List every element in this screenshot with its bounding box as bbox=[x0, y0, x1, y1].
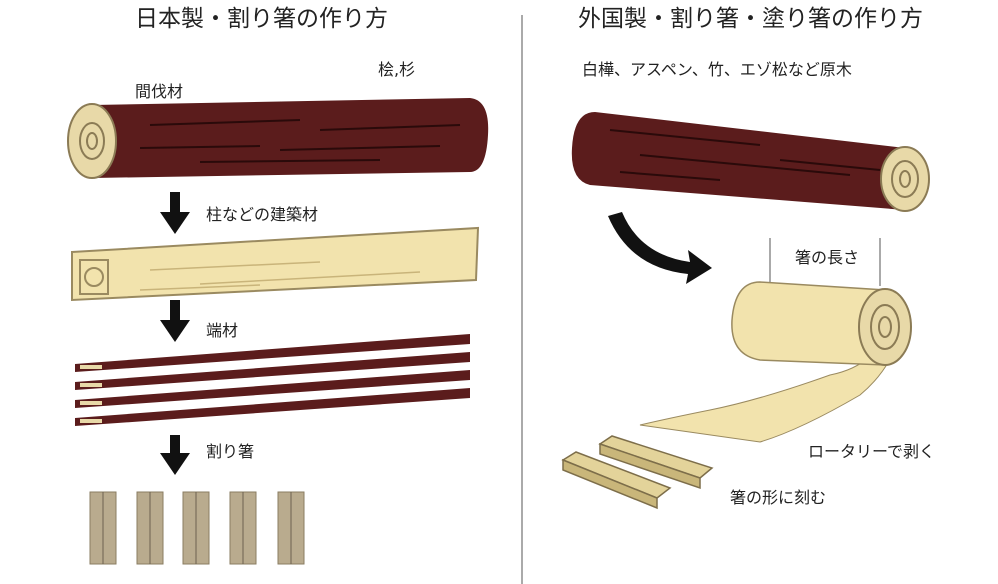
label-chopstick-length: 箸の長さ bbox=[795, 248, 860, 267]
right-title: 外国製・割り箸・塗り箸の作り方 bbox=[578, 6, 923, 32]
carved-blocks bbox=[561, 435, 714, 510]
chopsticks bbox=[89, 491, 305, 565]
label-raw-wood: 白樺、アスペン、竹、エゾ松など原木 bbox=[582, 60, 852, 79]
down-arrow-icons bbox=[160, 192, 190, 475]
curved-arrow-icon bbox=[608, 212, 712, 284]
plank-building-material bbox=[71, 226, 480, 302]
log-raw-wood bbox=[571, 112, 930, 212]
log-thinned-wood bbox=[67, 98, 489, 179]
label-species: 桧,杉 bbox=[378, 60, 416, 79]
offcut-sticks bbox=[75, 334, 470, 426]
label-carve: 箸の形に刻む bbox=[730, 488, 827, 507]
label-rotary-peel: ロータリーで剥く bbox=[808, 442, 936, 461]
label-thinned-wood: 間伐材 bbox=[135, 82, 184, 101]
left-title: 日本製・割り箸の作り方 bbox=[135, 6, 388, 32]
label-chopsticks: 割り箸 bbox=[206, 442, 255, 461]
rotary-peeling-roll bbox=[639, 238, 912, 443]
label-building-material: 柱などの建築材 bbox=[206, 205, 319, 224]
label-offcuts: 端材 bbox=[206, 321, 239, 340]
